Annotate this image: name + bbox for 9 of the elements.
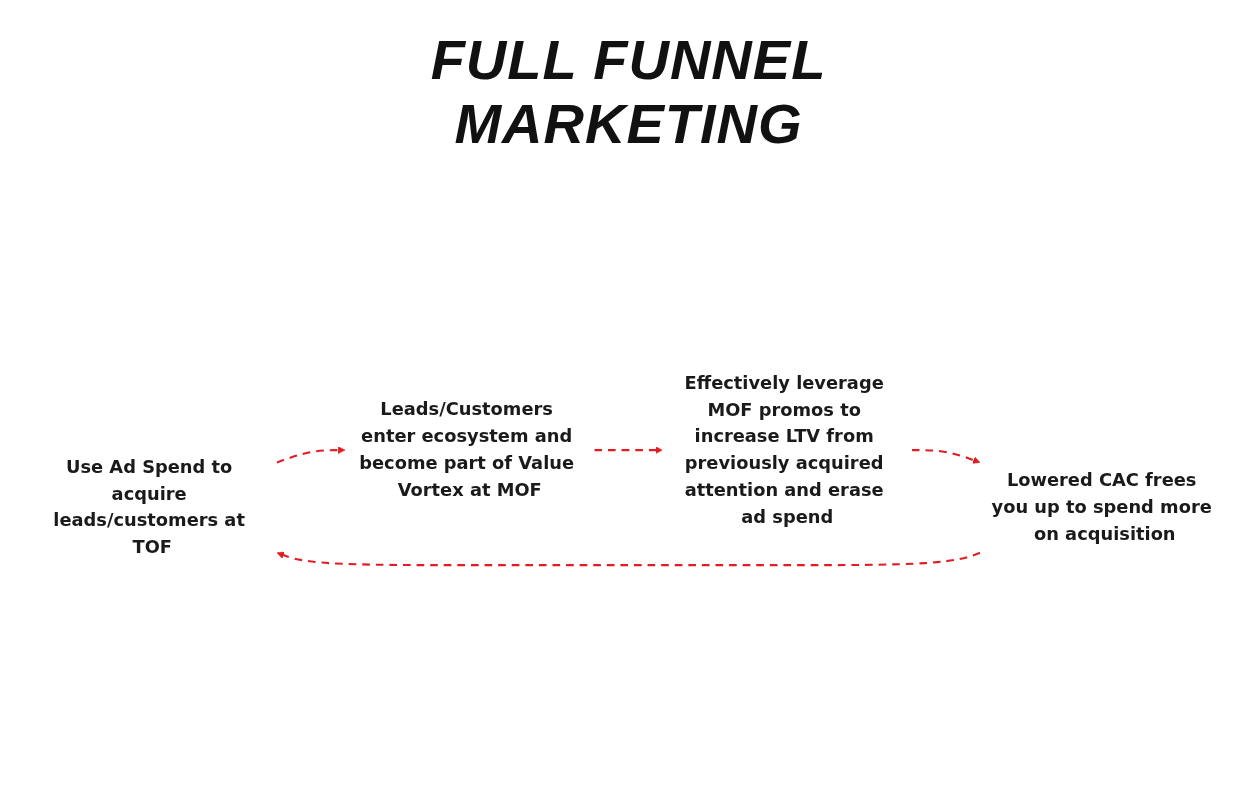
title: FULL FUNNEL MARKETING xyxy=(429,28,828,157)
arrow xyxy=(912,449,981,465)
node-text: Lowered CAC frees you up to spend more on acquisition xyxy=(991,470,1212,545)
arrow xyxy=(276,446,346,464)
node-text: Use Ad Spend to acquire leads/customers at TOF xyxy=(53,457,245,558)
node-text: Leads/Customers enter ecosystem and become part of Value Vortex at MOF xyxy=(359,399,575,501)
node-text: Effectively leverage MOF promos to increase LTV from previously acquired attention and erase ad spend xyxy=(684,372,884,527)
arrow xyxy=(276,552,981,567)
arrow xyxy=(594,446,663,455)
